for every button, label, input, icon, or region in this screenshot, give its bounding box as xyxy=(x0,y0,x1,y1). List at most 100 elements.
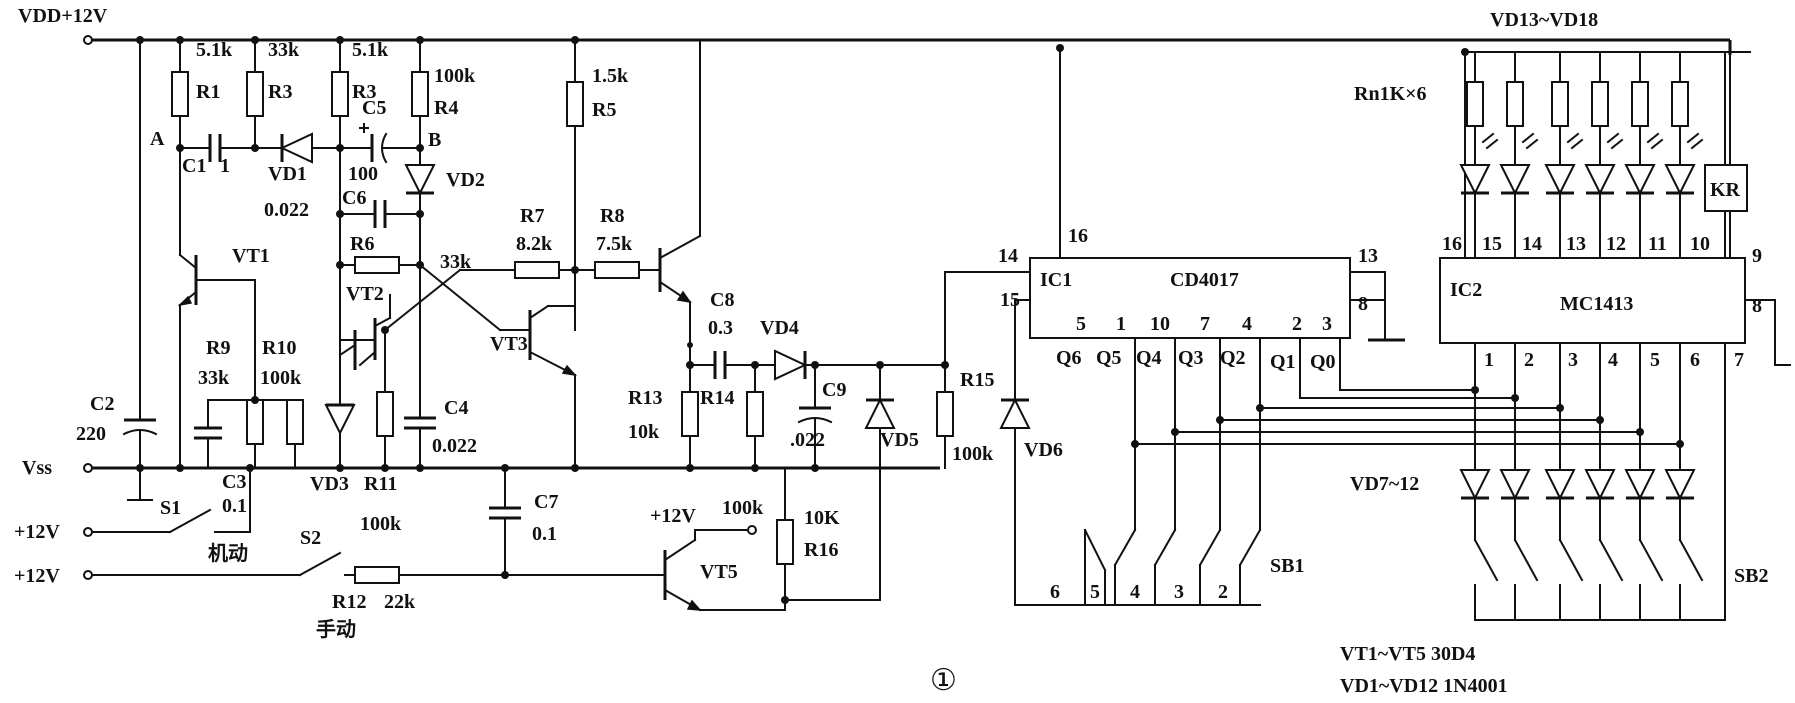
ic1-name: CD4017 xyxy=(1170,269,1239,291)
resistor-r15 xyxy=(936,271,1031,469)
ic2-pin-10: 10 xyxy=(1690,233,1710,255)
resistor-r14 xyxy=(746,364,764,469)
node-b-label: B xyxy=(428,129,441,151)
resistor-r16 xyxy=(776,467,794,601)
led-column-2 xyxy=(1499,51,1539,259)
c2-value: 220 xyxy=(76,423,106,445)
r10-value: 100k xyxy=(260,367,302,389)
transistor-vt3 xyxy=(499,304,577,469)
r9-value: 33k xyxy=(198,367,230,389)
ic2-pin-7: 7 xyxy=(1734,349,1744,371)
manual-mode-label: 手动 xyxy=(316,617,356,641)
ic2-pin8: 8 xyxy=(1752,295,1762,317)
ic1-q6: Q6 xyxy=(1056,347,1082,369)
r16-label: R16 xyxy=(804,539,838,561)
vt1-label: VT1 xyxy=(232,245,270,267)
c1-label: C1 xyxy=(182,155,206,177)
c8-value: 0.3 xyxy=(708,317,733,339)
sb1-key-3[interactable]: 3 xyxy=(1174,581,1184,603)
ic1-top-pins: 5 1 10 7 4 2 3 xyxy=(1076,313,1332,335)
sb1-key-4[interactable]: 4 xyxy=(1130,581,1140,603)
r15-value: 100k xyxy=(952,443,994,465)
sb1-key-5[interactable]: 5 xyxy=(1090,581,1100,603)
vt2-label: VT2 xyxy=(346,283,384,305)
vd-switch-column-2 xyxy=(1499,469,1539,621)
note-vt: VT1~VT5 30D4 xyxy=(1340,643,1475,665)
vd-switch-column-1 xyxy=(1459,469,1499,621)
c2-label: C2 xyxy=(90,393,114,415)
ic1-label: IC1 xyxy=(1040,269,1072,291)
resistor-r3-5k1 xyxy=(331,39,349,341)
transistor-vt4 xyxy=(658,39,702,346)
r3b-value: 5.1k xyxy=(352,39,389,61)
sb1-key-2[interactable]: 2 xyxy=(1218,581,1228,603)
resistor-r7 xyxy=(499,261,576,279)
resistor-r13 xyxy=(681,364,699,469)
capacitor-c4 xyxy=(404,264,436,469)
sb1-key-labels: 6 5 4 3 2 xyxy=(1050,581,1228,603)
ic2-pin-12: 12 xyxy=(1606,233,1626,255)
ic1-cd4017 xyxy=(1029,47,1405,342)
r14-label: R14 xyxy=(700,387,734,409)
resistor-r1 xyxy=(171,39,189,256)
ic2-bottom-pin-labels: 1 2 3 4 5 6 7 xyxy=(1484,349,1744,371)
r3b-label: R3 xyxy=(352,81,376,103)
capacitor-c2 xyxy=(122,39,158,501)
led-column-6 xyxy=(1664,51,1704,259)
ic2-label: IC2 xyxy=(1450,279,1482,301)
vd6-label: VD6 xyxy=(1024,439,1063,461)
diode-vd3 xyxy=(324,359,356,469)
plus12-vt5-label: +12V xyxy=(650,505,696,527)
ic1-pin-3: 3 xyxy=(1322,313,1332,335)
sb1-label: SB1 xyxy=(1270,555,1304,577)
transistor-vt5 xyxy=(663,529,786,612)
r3a-label: R3 xyxy=(268,81,292,103)
r8-label: R8 xyxy=(600,205,624,227)
resistor-r6 xyxy=(339,256,421,274)
c8-label: C8 xyxy=(710,289,734,311)
plus12-s1-label: +12V xyxy=(14,521,60,543)
c6-value: 0.022 xyxy=(264,199,309,221)
c4-label: C4 xyxy=(444,397,468,419)
r16-value: 10K xyxy=(804,507,840,529)
sb1-key-6[interactable]: 6 xyxy=(1050,581,1060,603)
r12-value: 22k xyxy=(384,591,416,613)
vd4-label: VD4 xyxy=(760,317,799,339)
resistor-r4 xyxy=(411,39,429,166)
ic2-pin-13: 13 xyxy=(1566,233,1586,255)
r15-label: R15 xyxy=(960,369,994,391)
ic2-pin-15: 15 xyxy=(1482,233,1502,255)
c4-value: 0.022 xyxy=(432,435,477,457)
r7-label: R7 xyxy=(520,205,544,227)
r5-value: 1.5k xyxy=(592,65,629,87)
r1-value: 5.1k xyxy=(196,39,233,61)
led-column-4 xyxy=(1584,51,1624,259)
ic1-q1: Q1 xyxy=(1270,351,1296,373)
switch-s1[interactable] xyxy=(83,467,251,537)
ic1-pin-2: 2 xyxy=(1292,313,1302,335)
wiring-dots xyxy=(1131,386,1684,448)
switch-s2[interactable] xyxy=(83,551,356,580)
ic2-pin9: 9 xyxy=(1752,245,1762,267)
auto-mode-label: 机动 xyxy=(208,541,248,565)
vss-label: Vss xyxy=(22,457,52,479)
vd5-label: VD5 xyxy=(880,429,919,451)
ic1-pin-7: 7 xyxy=(1200,313,1210,335)
r5-label: R5 xyxy=(592,99,616,121)
diode-vd6 xyxy=(999,299,1031,606)
ic1-pin16: 16 xyxy=(1068,225,1088,247)
ic1-pin8: 8 xyxy=(1358,293,1368,315)
ic1-q3: Q3 xyxy=(1178,347,1204,369)
r3a-value: 33k xyxy=(268,39,300,61)
r6-value: 33k xyxy=(440,251,472,273)
kr-label: KR xyxy=(1710,179,1741,201)
led-column-1 xyxy=(1459,51,1499,259)
resistor-r10 xyxy=(254,399,304,469)
capacitor-c3 xyxy=(194,399,256,469)
r13-value: 10k xyxy=(628,421,660,443)
rn-label: Rn1K×6 xyxy=(1354,83,1427,105)
resistor-r5 xyxy=(566,39,584,331)
transistor-vt1 xyxy=(177,253,256,469)
r1-label: R1 xyxy=(196,81,220,103)
r7-value: 8.2k xyxy=(516,233,553,255)
